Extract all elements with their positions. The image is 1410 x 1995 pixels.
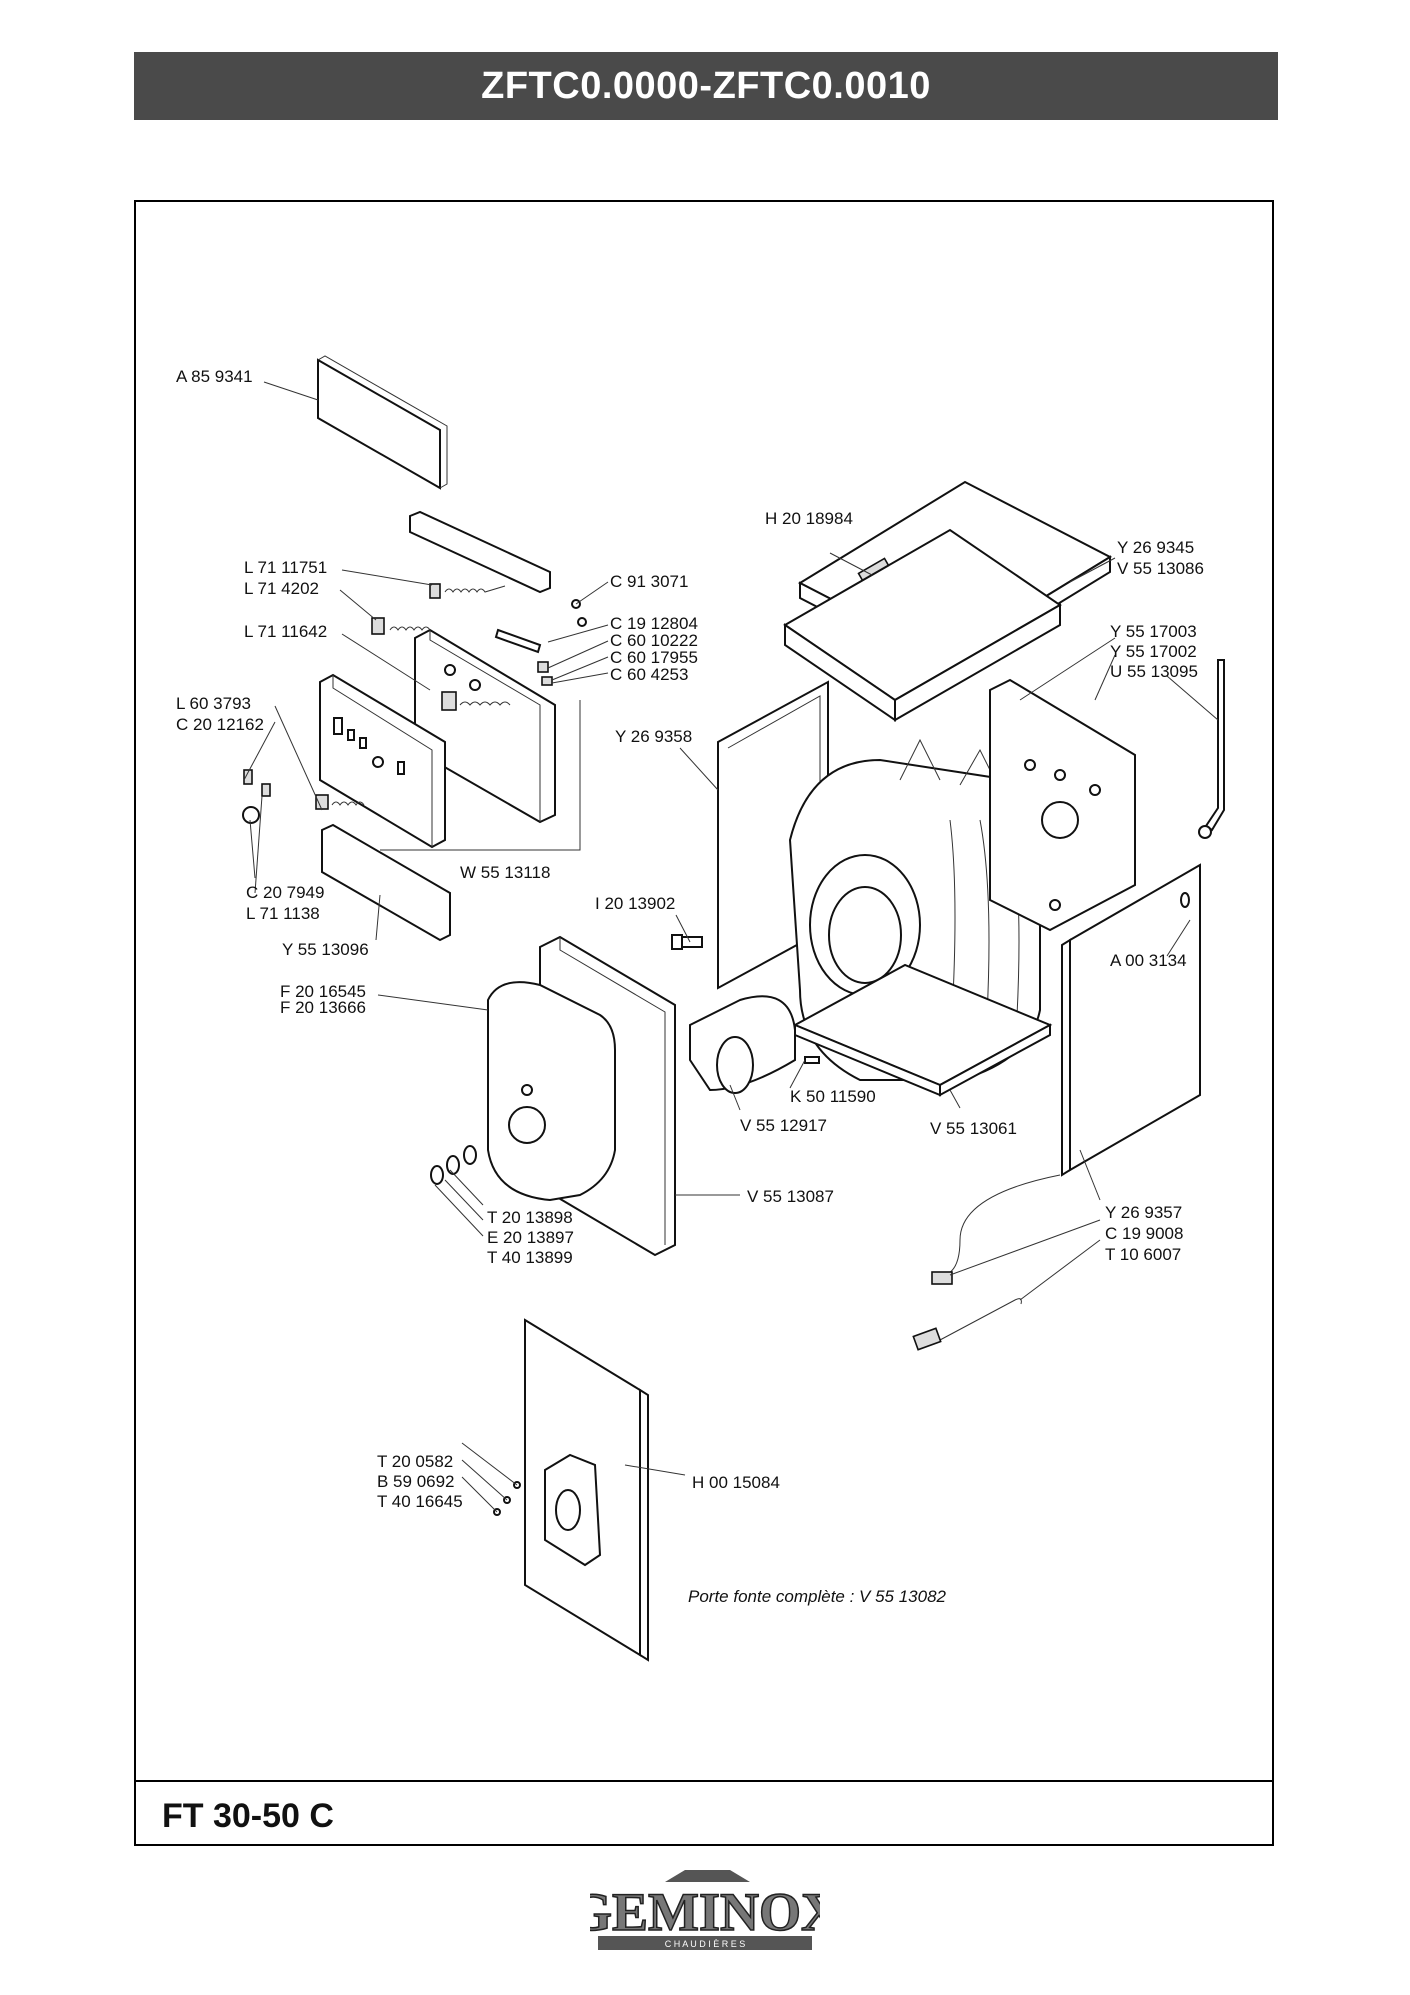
label-p14: V 55 13086 (1117, 559, 1204, 578)
sensor-cable (912, 1174, 1061, 1351)
label-p20: C 20 7949 (246, 883, 324, 902)
label-p13: Y 26 9345 (1117, 538, 1194, 557)
label-p11: C 60 4253 (610, 665, 688, 684)
insulation-slab (783, 528, 1062, 722)
label-p37: T 20 0582 (377, 1452, 453, 1471)
label-p27: K 50 11590 (790, 1087, 876, 1106)
burner-cover (487, 981, 616, 1202)
label-p9: C 60 10222 (610, 631, 698, 650)
label-p35: C 19 9008 (1105, 1224, 1183, 1243)
footer-divider (136, 1780, 1272, 1782)
drawing-frame: FT 30-50 C (134, 200, 1274, 1846)
label-p6: C 20 12162 (176, 715, 264, 734)
label-p17: U 55 13095 (1110, 662, 1198, 681)
label-p38: B 59 0692 (377, 1472, 455, 1491)
right-front-panel (1061, 863, 1201, 1177)
label-p4: L 71 11642 (244, 622, 327, 641)
leader-lines (243, 381, 1219, 1513)
document-title: ZFTC0.0000-ZFTC0.0010 (481, 64, 931, 107)
pin-k (804, 1056, 820, 1064)
bottom-door-panel (493, 1318, 649, 1662)
label-p39: T 40 16645 (377, 1492, 463, 1511)
label-p26: F 20 13666 (280, 998, 366, 1017)
label-p28: V 55 12917 (740, 1116, 827, 1135)
sensor-pipe (1198, 659, 1225, 839)
label-p8: C 19 12804 (610, 614, 698, 633)
label-p1: A 85 9341 (176, 367, 253, 386)
label-p40: H 00 15084 (692, 1473, 780, 1492)
label-p30: V 55 13087 (747, 1187, 834, 1206)
label-p15: Y 55 17003 (1110, 622, 1197, 641)
base-plate (792, 963, 1053, 1097)
logo-tagline: C H A U D I È R E S (665, 1939, 746, 1949)
label-p34: Y 26 9357 (1105, 1203, 1182, 1222)
front-control-plate (242, 673, 446, 849)
label-p25: F 20 16545 (280, 982, 366, 1001)
label-p36: T 10 6007 (1105, 1245, 1181, 1264)
complete-door-note: Porte fonte complète : V 55 13082 (688, 1587, 947, 1606)
combustion-chamber-cylinder (689, 995, 796, 1094)
label-p29: V 55 13061 (930, 1119, 1017, 1138)
label-p16: Y 55 17002 (1110, 642, 1197, 661)
label-p22: Y 55 13096 (282, 940, 369, 959)
label-p12: H 20 18984 (765, 509, 853, 528)
label-p32: E 20 13897 (487, 1228, 574, 1247)
geminox-logo: GEMINOX C H A U D I È R E S (590, 1870, 820, 1950)
label-p2: L 71 11751 (244, 558, 327, 577)
label-p18: Y 26 9358 (615, 727, 692, 746)
label-p19: W 55 13118 (460, 863, 550, 882)
label-p23: I 20 13902 (595, 894, 675, 913)
label-p24: A 00 3134 (1110, 951, 1187, 970)
part-labels: A 85 9341 L 71 11751 L 71 4202 L 71 1164… (176, 367, 1204, 1606)
rail-bracket (409, 510, 551, 594)
label-p33: T 40 13899 (487, 1248, 573, 1267)
gasket-rings (430, 1145, 477, 1185)
bottom-trim-bar (321, 823, 451, 942)
label-p21: L 71 1138 (246, 904, 320, 923)
top-trim-panel (317, 355, 448, 490)
label-p7: C 91 3071 (610, 572, 688, 591)
label-p31: T 20 13898 (487, 1208, 573, 1227)
label-p3: L 71 4202 (244, 579, 319, 598)
label-p5: L 60 3793 (176, 694, 251, 713)
label-p10: C 60 17955 (610, 648, 698, 667)
right-side-panel (989, 678, 1136, 932)
model-label: FT 30-50 C (162, 1797, 334, 1835)
fixing-screw (671, 934, 703, 950)
logo-brand-text: GEMINOX (590, 1882, 820, 1942)
document-title-bar: ZFTC0.0000-ZFTC0.0010 (134, 52, 1278, 120)
